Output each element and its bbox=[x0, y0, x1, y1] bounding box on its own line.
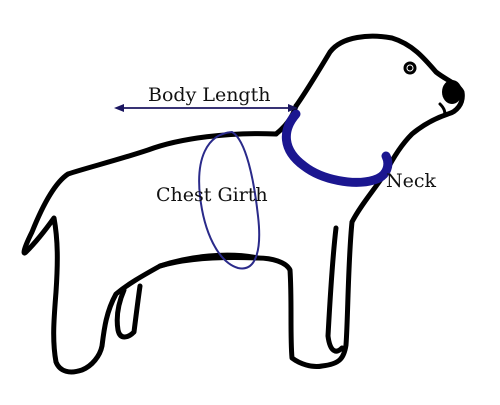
dog-second-front-leg-outline bbox=[325, 225, 345, 354]
dog-hind-leg-outline bbox=[114, 283, 143, 340]
body-length-arrow-head-left bbox=[114, 104, 124, 112]
dog-head-outline bbox=[293, 33, 465, 175]
body-length-arrow-head-right bbox=[288, 104, 298, 112]
dog-eye-pupil bbox=[407, 65, 413, 71]
chest-girth-label: Chest Girth bbox=[156, 184, 268, 206]
neck-collar bbox=[281, 109, 393, 187]
dog-back-outline bbox=[21, 131, 279, 375]
body-length-label: Body Length bbox=[148, 84, 270, 106]
body-length-arrow bbox=[114, 104, 298, 112]
dog-belly-outline bbox=[157, 252, 261, 269]
dog-front-leg-outline bbox=[255, 169, 389, 369]
dog-nose bbox=[442, 80, 462, 104]
dog-eye bbox=[403, 61, 417, 75]
neck-label: Neck bbox=[386, 170, 437, 192]
dog-mouth bbox=[438, 102, 447, 118]
chest-girth-ring bbox=[198, 130, 261, 270]
